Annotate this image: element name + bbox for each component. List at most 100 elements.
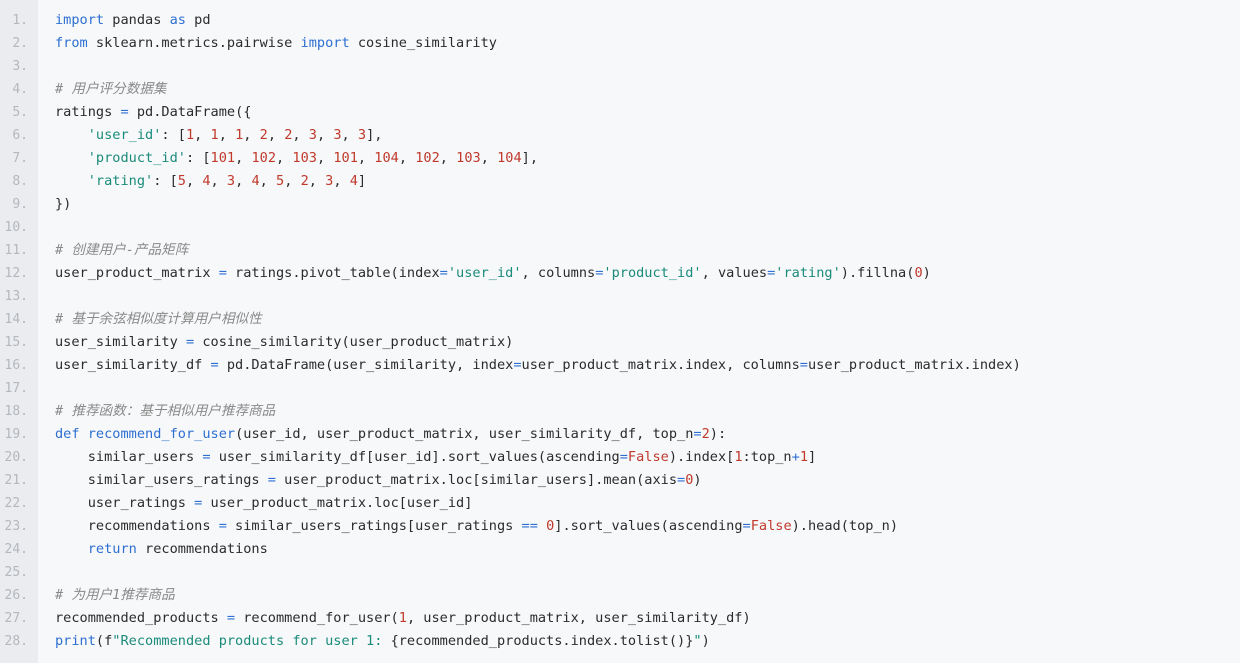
- code-token: 101: [333, 150, 358, 166]
- line-number: 28.: [4, 634, 28, 649]
- code-token: user_product_matrix: [55, 265, 219, 281]
- code-token: , columns: [521, 265, 596, 281]
- line-number: 19.: [4, 427, 28, 442]
- line-text: # 创建用户-产品矩阵: [55, 239, 188, 262]
- code-token: def: [55, 426, 80, 442]
- line-text: # 基于余弦相似度计算用户相似性: [55, 308, 262, 331]
- code-token: ]: [808, 449, 817, 465]
- line-text: similar_users = user_similarity_df[user_…: [55, 446, 816, 469]
- code-token: ,: [357, 150, 375, 166]
- line-number: 26.: [4, 588, 28, 603]
- code-token: ,: [210, 173, 227, 189]
- code-token: ],: [521, 150, 539, 166]
- code-line: 9.}): [0, 193, 1240, 216]
- code-token: ,: [235, 173, 252, 189]
- code-line: 11.# 创建用户-产品矩阵: [0, 239, 1240, 262]
- code-token: 1: [235, 127, 244, 143]
- code-token: recommendations: [136, 541, 268, 557]
- code-line: 16. user_similarity_df = pd.DataFrame(use…: [0, 354, 1240, 377]
- code-token: 2: [300, 173, 309, 189]
- code-token: 2: [259, 127, 268, 143]
- code-line: 3.: [0, 55, 1240, 78]
- code-token: ,: [333, 173, 350, 189]
- code-token: 3: [226, 173, 236, 189]
- line-number: 14.: [4, 312, 28, 327]
- code-token: user_product_matrix.loc[similar_users].m…: [275, 472, 678, 488]
- code-token: # 为用户1推荐商品: [55, 587, 175, 603]
- code-line: 10.: [0, 216, 1240, 239]
- line-number: 15.: [4, 335, 28, 350]
- line-number: 21.: [4, 473, 28, 488]
- code-token: ,: [259, 173, 277, 189]
- line-number: 16.: [4, 358, 28, 373]
- code-token: =: [439, 265, 448, 281]
- code-token: 1: [734, 449, 743, 465]
- code-token: user_similarity_df: [55, 357, 211, 373]
- code-line: 13.: [0, 285, 1240, 308]
- code-token: 4: [251, 173, 260, 189]
- code-token: print: [55, 633, 96, 649]
- code-token: =: [742, 518, 751, 534]
- code-token: 1: [185, 127, 195, 143]
- code-token: ): [922, 265, 931, 281]
- line-number: 27.: [4, 611, 28, 626]
- code-token: ,: [267, 127, 285, 143]
- code-token: 104: [497, 150, 522, 166]
- code-token: =: [595, 265, 604, 281]
- code-token: 103: [456, 150, 481, 166]
- line-number: 5.: [12, 105, 28, 120]
- line-text: similar_users_ratings = user_product_mat…: [55, 469, 702, 492]
- line-text: user_product_matrix = ratings.pivot_tabl…: [55, 262, 931, 285]
- line-text: from sklearn.metrics.pairwise import cos…: [55, 32, 497, 55]
- code-token: 0: [546, 518, 555, 534]
- code-token: (f: [95, 633, 113, 649]
- code-token: 102: [415, 150, 440, 166]
- code-token: 'product_id': [87, 150, 186, 166]
- code-token: {recommended_products.index.tolist()}: [390, 633, 694, 649]
- code-token: =: [619, 449, 628, 465]
- code-line: 21. similar_users_ratings = user_product…: [0, 469, 1240, 492]
- line-number: 23.: [4, 519, 28, 534]
- code-token: [538, 518, 546, 534]
- code-token: recommendations: [55, 518, 219, 534]
- code-token: =: [202, 449, 211, 465]
- code-token: [80, 426, 88, 442]
- code-token: +: [791, 449, 800, 465]
- code-token: ,: [398, 150, 416, 166]
- code-token: 4: [202, 173, 211, 189]
- code-line: 2.from sklearn.metrics.pairwise import c…: [0, 32, 1240, 55]
- code-token: 4: [349, 173, 358, 189]
- code-token: ]: [357, 173, 367, 189]
- line-number: 3.: [12, 59, 28, 74]
- line-text: user_similarity_df = pd.DataFrame(user_s…: [55, 354, 1021, 377]
- code-token: user_product_matrix.loc[user_id]: [202, 495, 473, 511]
- code-line: 14. # 基于余弦相似度计算用户相似性: [0, 308, 1240, 331]
- code-token: }): [55, 196, 72, 212]
- line-text: import pandas as pd: [55, 9, 211, 32]
- code-token: 5: [276, 173, 285, 189]
- code-token: 2: [701, 426, 710, 442]
- code-token: # 基于余弦相似度计算用户相似性: [55, 311, 262, 327]
- code-token: ,: [341, 127, 358, 143]
- code-token: :top_n: [742, 449, 792, 465]
- code-token: ).head(top_n): [791, 518, 899, 534]
- code-token: [55, 173, 88, 189]
- code-token: : [: [153, 173, 178, 189]
- code-token: ,: [292, 127, 309, 143]
- line-number: 4.: [12, 82, 28, 97]
- code-token: recommend_for_user: [87, 426, 236, 442]
- code-token: pd: [185, 12, 211, 28]
- code-token: ].sort_values(ascending: [554, 518, 743, 534]
- code-token: as: [169, 12, 186, 28]
- line-text: 'product_id': [101, 102, 103, 101, 104, …: [55, 147, 538, 170]
- code-token: =: [226, 610, 236, 626]
- code-token: , values: [701, 265, 768, 281]
- code-token: 'rating': [775, 265, 841, 281]
- code-token: =: [218, 265, 227, 281]
- code-token: ,: [316, 150, 334, 166]
- code-token: 'user_id': [87, 127, 162, 143]
- code-token: False: [627, 449, 669, 465]
- code-line: 20. similar_users = user_similarity_df[u…: [0, 446, 1240, 469]
